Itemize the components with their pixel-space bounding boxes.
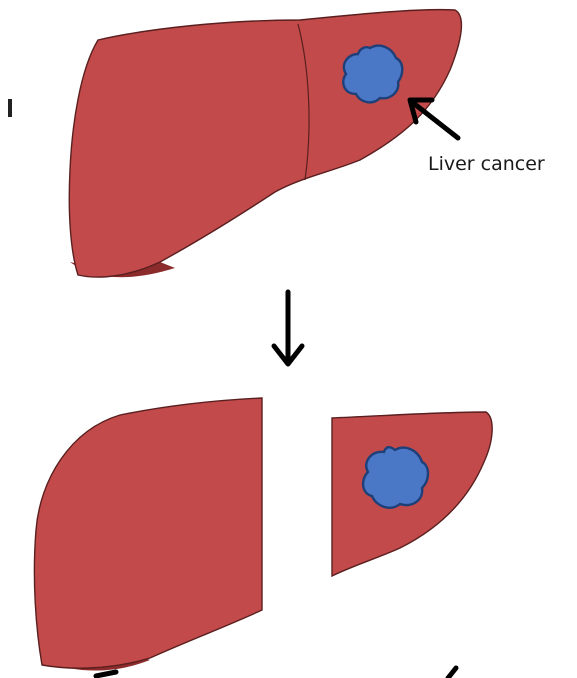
liver-before — [69, 10, 461, 278]
tumor-before — [343, 46, 402, 103]
bottom-arrows-partial — [96, 668, 456, 678]
liver-after — [34, 398, 492, 671]
annotation-arrow — [410, 100, 458, 138]
tumor-label: Liver cancer — [428, 153, 545, 175]
tumor-after — [363, 447, 428, 507]
liver-before-body — [69, 10, 461, 277]
edge-mark — [8, 99, 12, 117]
liver-after-left-part — [34, 398, 262, 668]
arrow-pointer-icon — [412, 102, 458, 138]
arrow-down-icon — [274, 292, 302, 364]
